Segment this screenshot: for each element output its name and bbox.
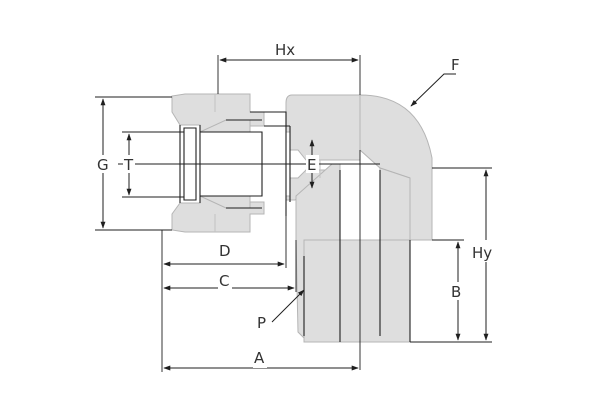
label-p: P	[257, 314, 266, 332]
label-g: G	[97, 156, 109, 174]
pipe-thread	[303, 239, 411, 343]
leader-p	[271, 289, 305, 323]
leader-f	[410, 73, 456, 107]
label-backgrounds	[96, 40, 498, 368]
label-e: E	[307, 156, 316, 174]
label-d: D	[219, 242, 231, 260]
fitting-body	[171, 93, 433, 343]
label-hy: Hy	[472, 244, 492, 262]
label-c: C	[219, 272, 229, 290]
label-hx: Hx	[275, 41, 295, 59]
label-b: B	[451, 283, 461, 301]
label-a: A	[254, 349, 265, 367]
label-f: F	[451, 56, 460, 74]
center-lines	[118, 150, 380, 370]
dimension-labels: Hx F G T E D C A P B Hy	[97, 41, 492, 367]
extension-lines	[95, 55, 492, 372]
nut-detail	[214, 94, 321, 232]
label-t: T	[123, 156, 134, 174]
body-arm-top	[285, 94, 361, 161]
